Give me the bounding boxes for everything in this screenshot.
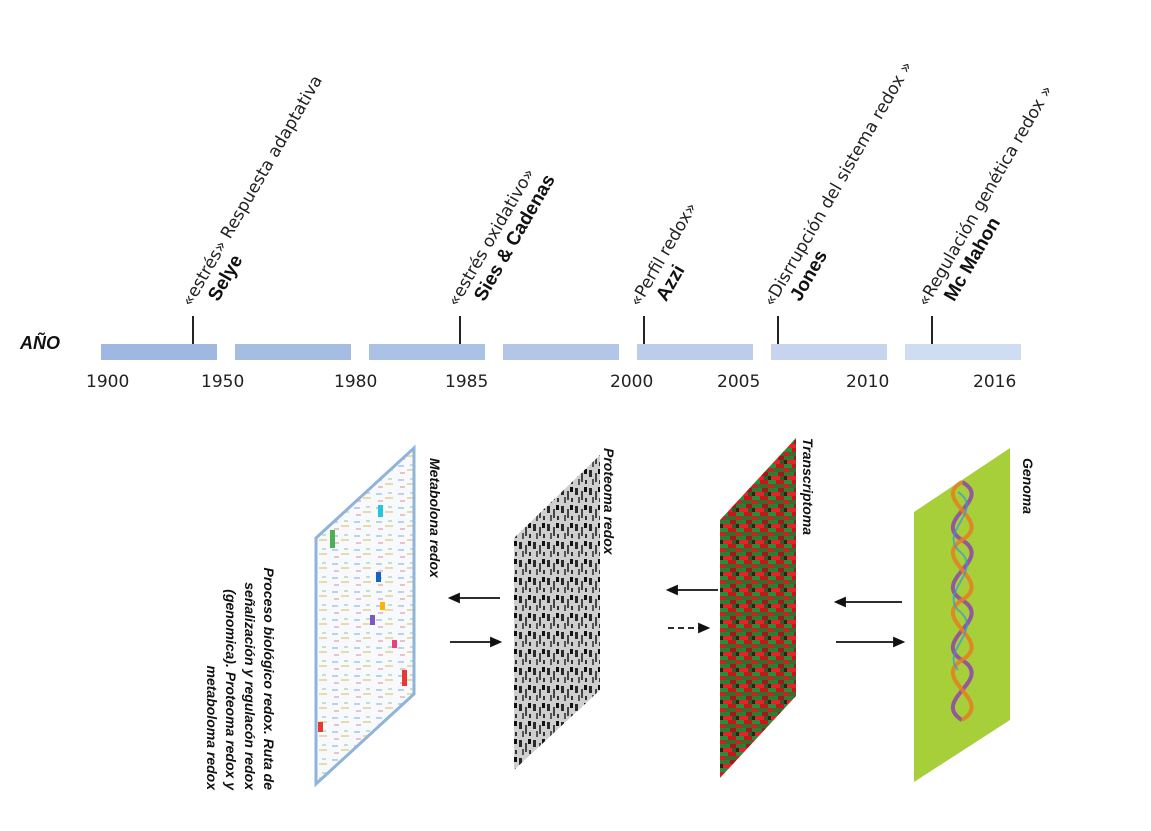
event-tick-jones (777, 316, 779, 344)
transcriptome-label: Transcriptoma (800, 438, 816, 535)
proteome-gel (514, 455, 600, 770)
year-1985: 1985 (445, 372, 489, 392)
timeline-segment-5 (637, 344, 753, 360)
year-1950: 1950 (201, 372, 245, 392)
year-2016: 2016 (973, 372, 1017, 392)
genome-label: Genoma (1020, 458, 1036, 515)
year-2005: 2005 (717, 372, 761, 392)
timeline-segment-6 (771, 344, 887, 360)
description-line: señalización y regulacón redox (242, 582, 258, 790)
transcriptome-heatmap (720, 438, 796, 778)
metabolome-label: Metabolona redox (427, 458, 443, 578)
event-tick-sies (459, 316, 461, 344)
timeline-segment-4 (503, 344, 619, 360)
description-line: (genomica). Proteoma redox y (223, 589, 239, 790)
proteome-label: Proteoma redox (601, 448, 617, 555)
year-axis-label: AÑO (20, 333, 60, 353)
timeline-segment-3 (369, 344, 485, 360)
process-description: Proceso biológico redox. Ruta de señaliz… (202, 490, 278, 790)
metabolome-map (314, 444, 416, 788)
event-tick-mcmahon (931, 316, 933, 344)
timeline-segment-7 (905, 344, 1021, 360)
year-1900: 1900 (86, 372, 130, 392)
year-1980: 1980 (334, 372, 378, 392)
event-tick-selye (192, 316, 194, 344)
year-2010: 2010 (846, 372, 890, 392)
description-line: metaboloma redox (204, 665, 220, 790)
timeline-segment-1 (101, 344, 217, 360)
timeline-segment-2 (235, 344, 351, 360)
description-line: Proceso biológico redox. Ruta de (261, 567, 277, 790)
event-tick-azzi (643, 316, 645, 344)
year-2000: 2000 (610, 372, 654, 392)
